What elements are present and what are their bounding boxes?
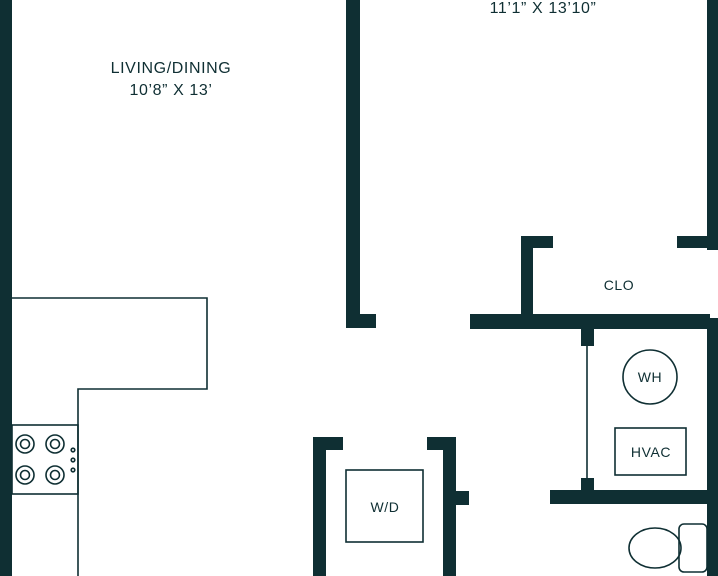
wd-left-wall xyxy=(313,437,326,576)
closet-left-return xyxy=(521,236,553,248)
kitchen-counter-outline xyxy=(12,297,208,576)
wd-right-wall xyxy=(443,437,456,576)
hvac-label: HVAC xyxy=(631,444,671,460)
cooktop xyxy=(11,424,79,495)
right-exterior-wall-lower xyxy=(707,318,718,576)
cooktop-knobs xyxy=(70,447,76,473)
water-heater-circle xyxy=(622,349,678,405)
bedroom-partition-wall xyxy=(346,0,360,328)
utility-bottom-wall xyxy=(550,490,710,504)
water-heater-label: WH xyxy=(638,369,663,385)
burner-bottom-right xyxy=(45,465,65,485)
wd-wall-stub xyxy=(456,491,469,505)
utility-door-jamb-top xyxy=(581,328,594,346)
burner-top-right xyxy=(45,434,65,454)
closet-bottom-wall xyxy=(470,314,710,329)
toilet-tank xyxy=(678,523,708,573)
burner-bottom-left xyxy=(15,465,35,485)
right-exterior-wall-upper xyxy=(707,0,718,250)
wd-top-left-return xyxy=(313,437,343,450)
living-dining-dimensions: 10’8” X 13’ xyxy=(129,82,212,99)
closet-left-wall xyxy=(521,236,533,322)
washer-dryer-unit xyxy=(345,469,424,543)
hvac-unit xyxy=(614,427,687,476)
bedroom-dimensions: 11’1” X 13’10” xyxy=(490,0,597,17)
toilet-bowl xyxy=(628,527,682,569)
burner-top-left xyxy=(15,434,35,454)
washer-dryer-label: W/D xyxy=(370,499,399,515)
closet-right-return xyxy=(677,236,709,248)
bedroom-partition-foot xyxy=(346,314,376,328)
left-exterior-wall xyxy=(0,0,12,576)
closet-label: CLO xyxy=(604,277,635,293)
living-dining-label: LIVING/DINING xyxy=(111,60,232,77)
